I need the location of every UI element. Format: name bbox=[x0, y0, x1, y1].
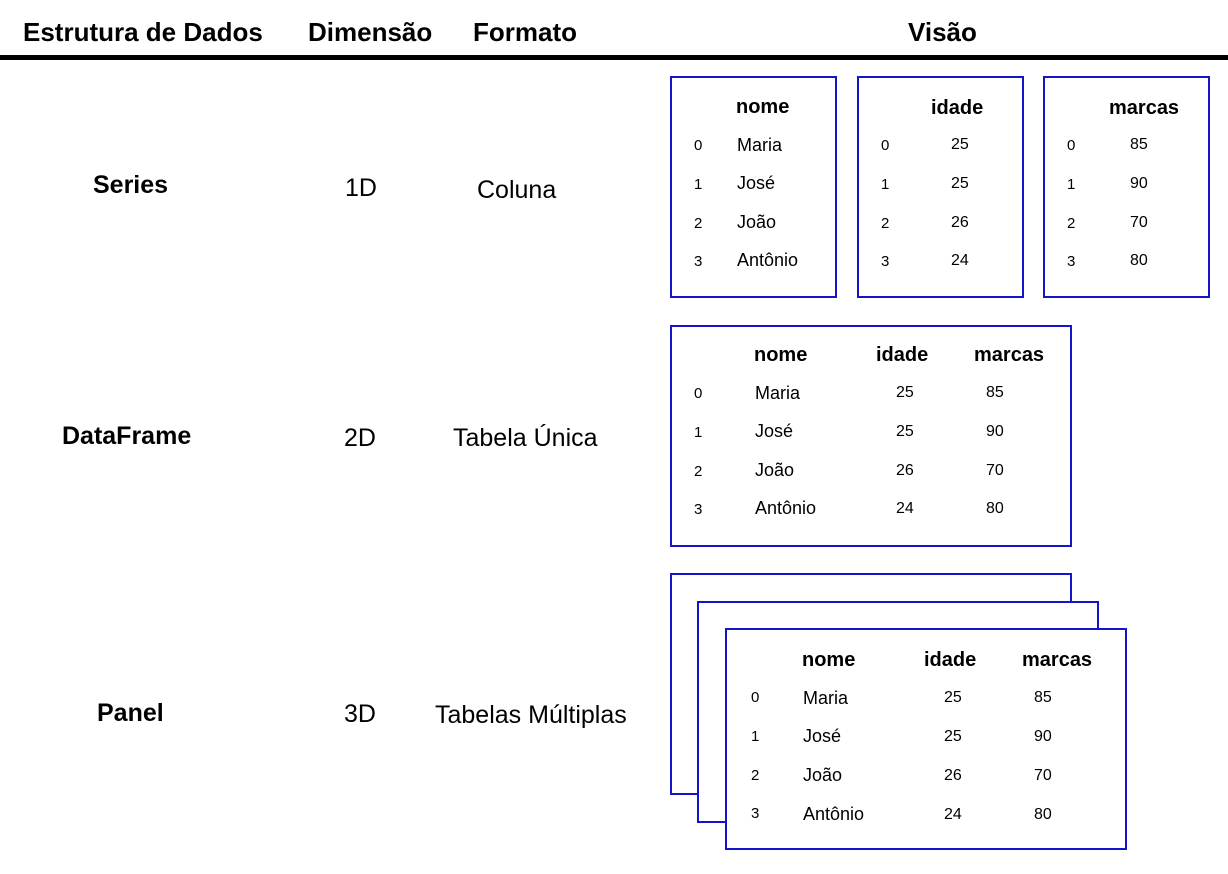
table-cell: 80 bbox=[1034, 806, 1052, 823]
index-label: 1 bbox=[1067, 176, 1076, 193]
series-idade-box: idade 0 25 1 25 2 26 3 24 bbox=[857, 76, 1024, 298]
index-label: 1 bbox=[694, 424, 703, 441]
table-cell: 90 bbox=[986, 423, 1004, 440]
table-cell: 85 bbox=[986, 384, 1004, 401]
index-label: 2 bbox=[881, 215, 890, 232]
table-cell: Antônio bbox=[803, 804, 865, 824]
index-label: 0 bbox=[694, 385, 703, 402]
series-marcas-box: marcas 0 85 1 90 2 70 3 80 bbox=[1043, 76, 1210, 298]
table-cell: Maria bbox=[803, 688, 849, 708]
series-value: Antônio bbox=[737, 250, 799, 270]
dimension-panel: 3D bbox=[344, 700, 376, 728]
table-column-header: marcas bbox=[1022, 649, 1093, 671]
table-column-header: idade bbox=[876, 344, 929, 366]
table-cell: José bbox=[755, 421, 794, 441]
index-label: 0 bbox=[694, 137, 703, 154]
series-value: 70 bbox=[1130, 214, 1148, 231]
table-cell: Antônio bbox=[755, 498, 817, 518]
table-cell: 25 bbox=[896, 423, 914, 440]
index-label: 2 bbox=[1067, 215, 1076, 232]
table-cell: José bbox=[803, 726, 842, 746]
table-cell: 24 bbox=[896, 500, 914, 517]
table-cell: 80 bbox=[986, 500, 1004, 517]
table-cell: 25 bbox=[944, 728, 962, 745]
table-cell: João bbox=[755, 460, 795, 480]
index-label: 2 bbox=[694, 215, 703, 232]
table-cell: 85 bbox=[1034, 689, 1052, 706]
index-label: 0 bbox=[881, 137, 890, 154]
series-value: 26 bbox=[951, 214, 969, 231]
header-structure: Estrutura de Dados bbox=[23, 17, 263, 47]
table-cell: 26 bbox=[944, 767, 962, 784]
index-label: 1 bbox=[881, 176, 890, 193]
table-cell: 25 bbox=[896, 384, 914, 401]
table-cell: 26 bbox=[896, 462, 914, 479]
header-dimension: Dimensão bbox=[308, 17, 433, 47]
table-cell: 70 bbox=[1034, 767, 1052, 784]
header-format: Formato bbox=[473, 17, 577, 47]
dataframe-box: nome idade marcas 0 Maria 25 85 1 José 2… bbox=[670, 325, 1072, 547]
index-label: 3 bbox=[881, 253, 890, 270]
index-label: 0 bbox=[751, 689, 760, 706]
index-label: 3 bbox=[694, 253, 703, 270]
format-dataframe: Tabela Única bbox=[453, 424, 598, 452]
series-nome-box: nome 0 Maria 1 José 2 João 3 Antônio bbox=[670, 76, 837, 298]
header-view: Visão bbox=[908, 17, 977, 47]
series-value: 25 bbox=[951, 136, 969, 153]
table-column-header: nome bbox=[754, 344, 808, 366]
series-column-header: idade bbox=[931, 97, 984, 119]
series-value: Maria bbox=[737, 135, 783, 155]
format-panel: Tabelas Múltiplas bbox=[435, 701, 627, 729]
index-label: 3 bbox=[694, 501, 703, 518]
structure-dataframe: DataFrame bbox=[62, 422, 192, 450]
series-value: 90 bbox=[1130, 175, 1148, 192]
table-cell: 24 bbox=[944, 806, 962, 823]
series-value: 80 bbox=[1130, 252, 1148, 269]
series-value: José bbox=[737, 173, 776, 193]
index-label: 3 bbox=[1067, 253, 1076, 270]
index-label: 2 bbox=[751, 767, 760, 784]
header-rule bbox=[0, 55, 1228, 60]
table-column-header: marcas bbox=[974, 344, 1045, 366]
table-cell: 90 bbox=[1034, 728, 1052, 745]
dimension-series: 1D bbox=[345, 174, 377, 202]
index-label: 1 bbox=[694, 176, 703, 193]
index-label: 3 bbox=[751, 805, 760, 822]
structure-series: Series bbox=[93, 171, 169, 199]
series-value: 24 bbox=[951, 252, 969, 269]
table-cell: 70 bbox=[986, 462, 1004, 479]
panel-front-table: nome idade marcas 0 Maria 25 85 1 José 2… bbox=[725, 628, 1127, 850]
table-cell: 25 bbox=[944, 689, 962, 706]
index-label: 1 bbox=[751, 728, 760, 745]
structure-panel: Panel bbox=[97, 699, 164, 727]
index-label: 0 bbox=[1067, 137, 1076, 154]
table-column-header: idade bbox=[924, 649, 977, 671]
format-series: Coluna bbox=[477, 176, 557, 204]
table-cell: Maria bbox=[755, 383, 801, 403]
series-value: 25 bbox=[951, 175, 969, 192]
dimension-dataframe: 2D bbox=[344, 424, 376, 452]
index-label: 2 bbox=[694, 463, 703, 480]
series-column-header: nome bbox=[736, 96, 790, 118]
table-column-header: nome bbox=[802, 649, 856, 671]
series-value: João bbox=[737, 212, 777, 232]
series-value: 85 bbox=[1130, 136, 1148, 153]
series-column-header: marcas bbox=[1109, 97, 1180, 119]
table-cell: João bbox=[803, 765, 843, 785]
